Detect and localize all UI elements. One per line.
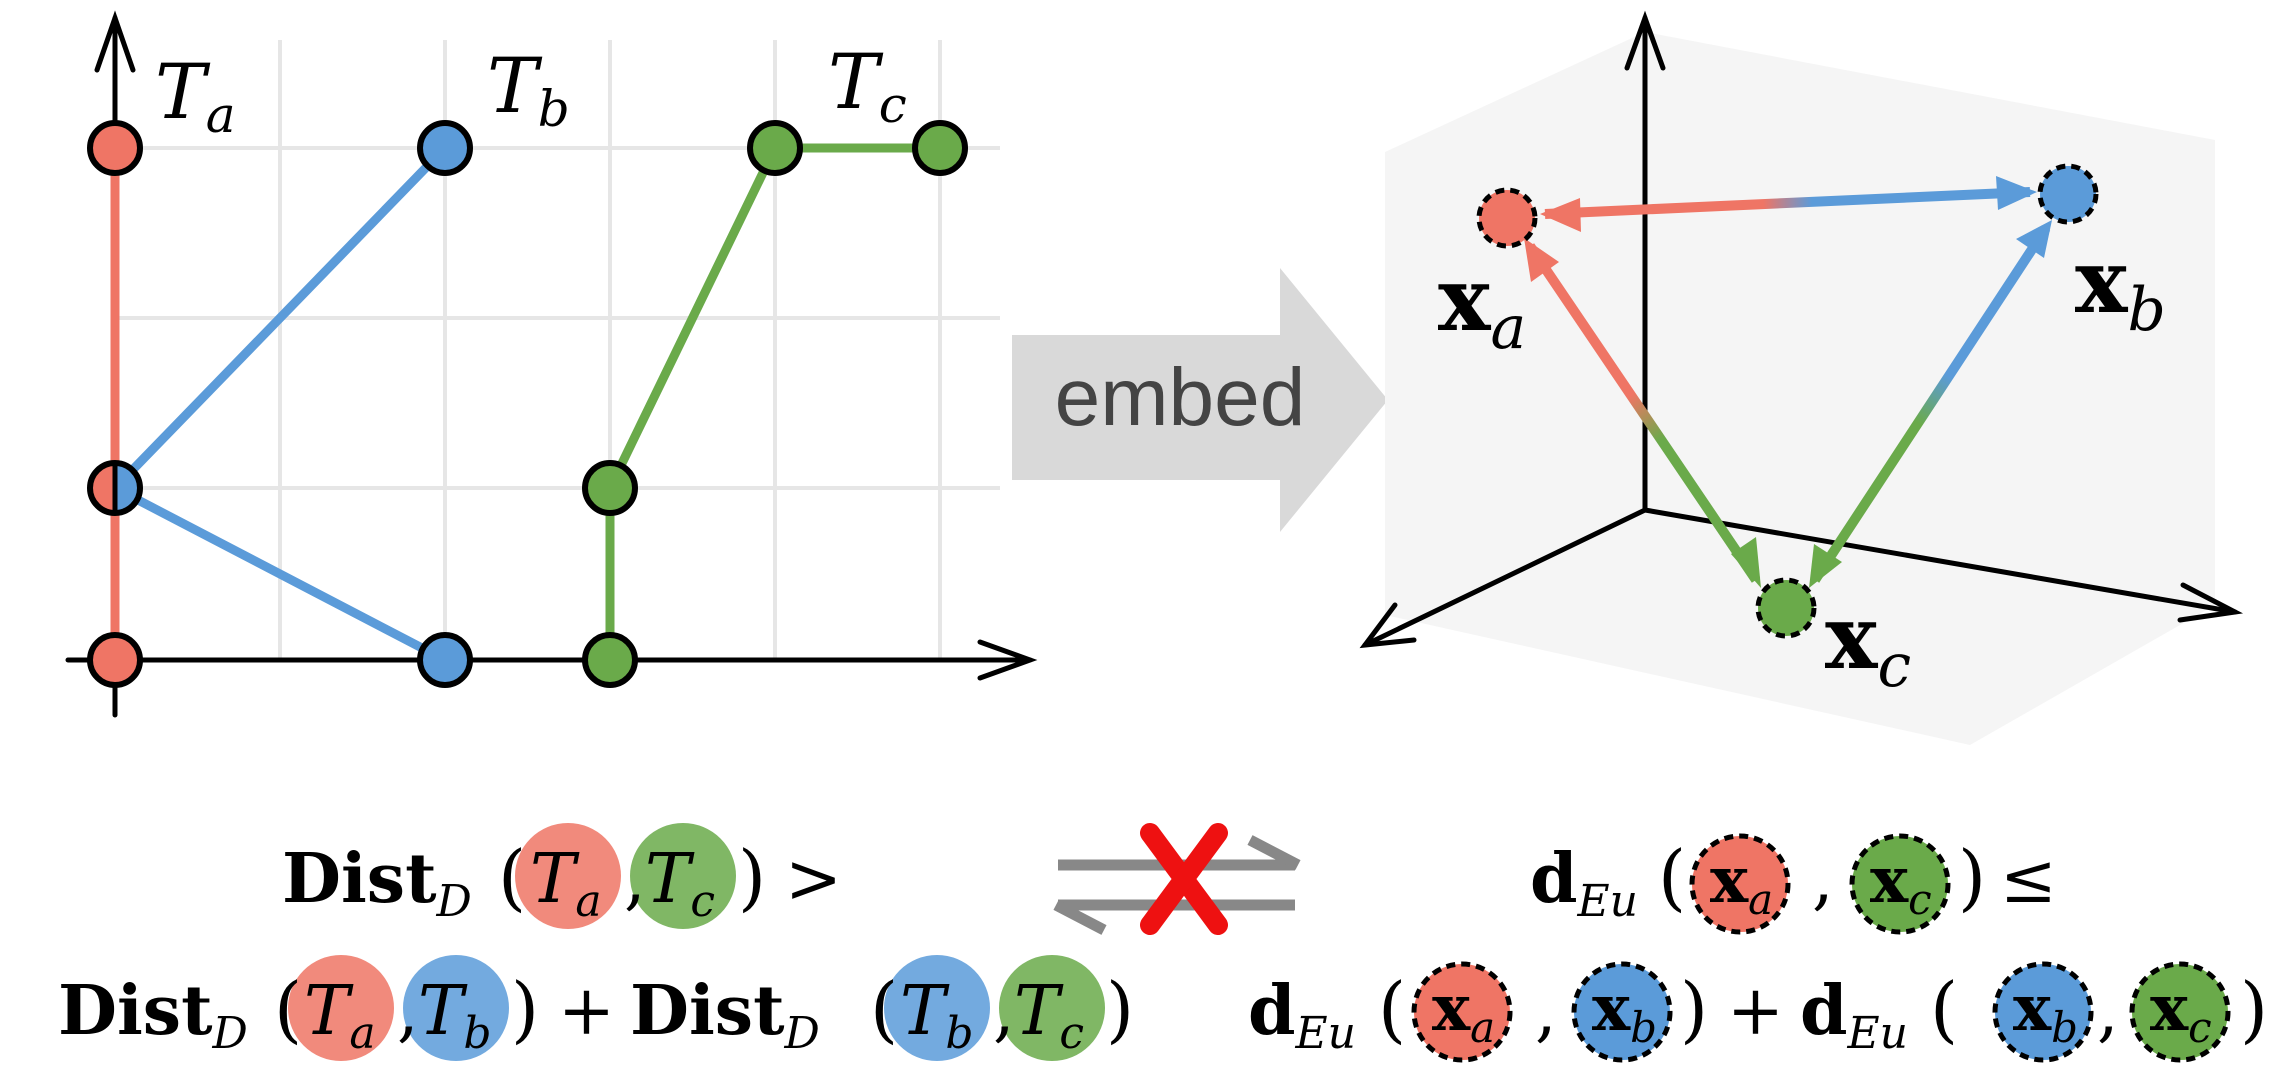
formula-left: DistD ( Ta , Tc ) > DistD ( Ta , Tb ) + … (58, 823, 1134, 1061)
3d-axes (1359, 10, 2244, 649)
paren: ( (1658, 835, 1686, 919)
comma: , (993, 972, 1015, 1051)
paren: ) (1958, 835, 1986, 919)
distance-arrow-ac (1524, 238, 1761, 588)
token-label: xc (1870, 843, 1932, 924)
emb-token-a (1411, 961, 1513, 1063)
trajectory-c-point (747, 120, 803, 176)
d-term: dEu (1800, 971, 1908, 1059)
token-label: xa (1710, 843, 1773, 924)
comma: , (1812, 840, 1834, 919)
emb-token-c (2129, 961, 2231, 1063)
label-tc: Tc (828, 37, 907, 134)
trajectory-a-point (87, 632, 143, 688)
embed-label: embed (1055, 352, 1306, 443)
traj-token-b (884, 955, 990, 1061)
trajectory-ab-shared-point (87, 460, 143, 516)
token-label: Ta (304, 972, 376, 1059)
traj-token-b (403, 955, 509, 1061)
traj-token-c (630, 823, 736, 929)
d-term: dEu (1530, 839, 1638, 927)
distance-arrow-ab (1540, 176, 2037, 232)
trajectory-plot: Ta Tb Tc (65, 10, 1038, 718)
paren: ) (1106, 967, 1134, 1051)
token-label: Tb (900, 972, 974, 1059)
emb-token-a (1689, 833, 1791, 935)
paren: ( (498, 835, 526, 919)
dist-term: DistD (630, 971, 820, 1059)
label-xb: xb (2075, 229, 2166, 345)
comma: , (624, 840, 646, 919)
dist-term: DistD (282, 839, 472, 927)
label-xa: xa (1438, 247, 1526, 363)
paren: ( (274, 967, 302, 1051)
plus-sign: + (558, 972, 615, 1051)
paren: ) (1680, 967, 1708, 1051)
trajectory-c-point (912, 120, 968, 176)
not-equivalent-icon (1053, 823, 1301, 935)
token-label: Tb (418, 972, 492, 1059)
paren: ( (1378, 967, 1406, 1051)
embedding-background-plane (1385, 32, 2215, 745)
label-tb: Tb (487, 41, 570, 138)
d-term: dEu (1248, 971, 1356, 1059)
paren: ) (738, 835, 766, 919)
trajectory-b-point (417, 120, 473, 176)
comma: , (397, 972, 419, 1051)
comma: , (1535, 972, 1557, 1051)
label-xc: xc (1825, 585, 1911, 701)
traj-token-a (288, 955, 394, 1061)
embedding-space: xa xb xc (1359, 10, 2244, 745)
token-label: Ta (530, 840, 602, 927)
paren: ) (511, 967, 539, 1051)
token-label: xb (1592, 971, 1657, 1052)
embedding-point-a (1476, 187, 1538, 249)
dist-term: DistD (58, 971, 248, 1059)
distance-arrow-bc (1809, 220, 2052, 588)
trajectory-a-point (87, 120, 143, 176)
traj-token-c (999, 955, 1105, 1061)
embedding-point-b (2037, 163, 2099, 225)
gt-sign: > (785, 840, 842, 919)
emb-token-b (1992, 961, 2094, 1063)
trajectory-c-point (582, 632, 638, 688)
token-label: xa (1432, 971, 1495, 1052)
emb-token-c (1849, 833, 1951, 935)
trajectory-b-point (417, 632, 473, 688)
embed-arrow: embed (1012, 268, 1388, 532)
traj-token-a (515, 823, 621, 929)
trajectory-c-point (582, 460, 638, 516)
formula-right: dEu ( xa , xc ) ≤ dEu ( xa , xb ) + dEu … (1248, 833, 2268, 1063)
token-label: xc (2150, 971, 2212, 1052)
trajectory-c-line (605, 143, 940, 660)
token-label: Tc (645, 840, 715, 927)
paren: ( (870, 967, 898, 1051)
embedding-point-c (1755, 577, 1817, 639)
plus-sign: + (1727, 972, 1784, 1051)
paren: ) (2240, 967, 2268, 1051)
comma: , (2097, 972, 2119, 1051)
token-label: Tc (1014, 972, 1084, 1059)
emb-token-b (1571, 961, 1673, 1063)
leq-sign: ≤ (2000, 840, 2057, 919)
paren: ( (1930, 967, 1958, 1051)
label-ta: Ta (155, 47, 236, 144)
token-label: xb (2013, 971, 2078, 1052)
